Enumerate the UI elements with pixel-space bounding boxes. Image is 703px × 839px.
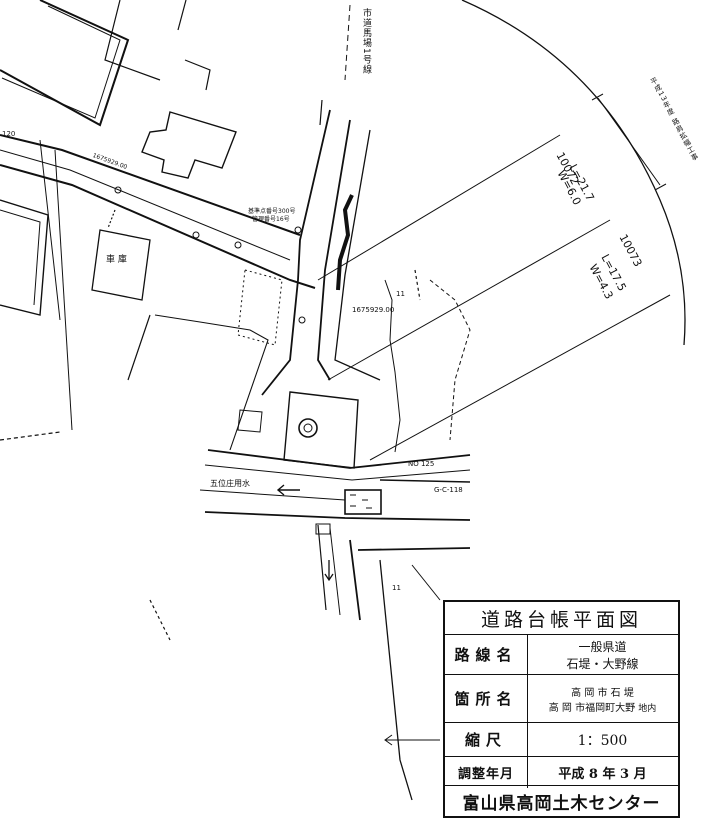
location-value-2: 高 岡 市福岡町大野 bbox=[548, 702, 636, 714]
location-label: 箇所名 bbox=[445, 675, 528, 722]
location-suffix: 地内 bbox=[638, 703, 657, 714]
plot-square bbox=[283, 391, 359, 469]
tree-icon bbox=[298, 418, 318, 438]
date-value: 平成 8 年 3 月 bbox=[558, 767, 647, 782]
route-value-1: 一般県道 bbox=[578, 639, 627, 654]
date-label: 調整年月 bbox=[445, 757, 528, 788]
scale-row: 縮尺 1：500 bbox=[445, 722, 678, 756]
gc-label: G-C-118 bbox=[434, 486, 463, 494]
date-row: 調整年月 平成 8 年 3 月 bbox=[445, 756, 678, 788]
flow-arrow bbox=[276, 484, 300, 496]
mark-11-a: 11 bbox=[396, 290, 405, 298]
route-row: 路線名 一般県道 石堤・大野線 bbox=[445, 634, 678, 674]
title-block-title: 道路台帳平面図 bbox=[480, 608, 642, 631]
mark-11-b: 11 bbox=[392, 584, 401, 592]
canal-top bbox=[207, 449, 471, 469]
leader-lower bbox=[369, 294, 671, 461]
culvert bbox=[344, 489, 382, 515]
garage-block bbox=[91, 229, 151, 301]
route-label: 路線名 bbox=[445, 635, 528, 674]
flow-arrow-down bbox=[324, 560, 334, 582]
scale-value: 1：500 bbox=[577, 732, 628, 749]
city-road-left bbox=[261, 109, 331, 396]
title-block: 道路台帳平面図 路線名 一般県道 石堤・大野線 箇所名 高 岡 市 石 堤 高 … bbox=[443, 600, 680, 818]
canal-label: 五位庄用水 bbox=[210, 479, 250, 488]
leader-10073 bbox=[327, 219, 611, 381]
road-lower-edge bbox=[0, 164, 316, 289]
scale-label: 縮尺 bbox=[445, 723, 528, 756]
parcel-mid bbox=[154, 314, 269, 451]
boundary-arc bbox=[461, 0, 686, 346]
benchmark-label-2: 管理番号16号 bbox=[252, 216, 290, 223]
office-name: 富山県高岡土木センター bbox=[445, 785, 678, 816]
no-125-label: NO 125 bbox=[408, 460, 435, 468]
ref-120-label: 120 bbox=[2, 130, 16, 138]
benchmark-label-1: 基準点番号300号 bbox=[248, 208, 296, 215]
building-top-left bbox=[0, 0, 130, 127]
road-name-label: 市道馬場1号線 bbox=[361, 8, 371, 75]
building-left bbox=[0, 199, 49, 316]
coordinate-label: 1675929.00 bbox=[352, 306, 395, 314]
location-row: 箇所名 高 岡 市 石 堤 高 岡 市福岡町大野 地内 bbox=[445, 674, 678, 722]
leader-10072 bbox=[317, 134, 561, 281]
garage-label: 車 庫 bbox=[106, 255, 127, 265]
building-stepped bbox=[141, 111, 237, 179]
route-value-2: 石堤・大野線 bbox=[566, 656, 639, 671]
location-value-1: 高 岡 市 石 堤 bbox=[571, 687, 634, 699]
road-upper-edge bbox=[0, 134, 301, 236]
